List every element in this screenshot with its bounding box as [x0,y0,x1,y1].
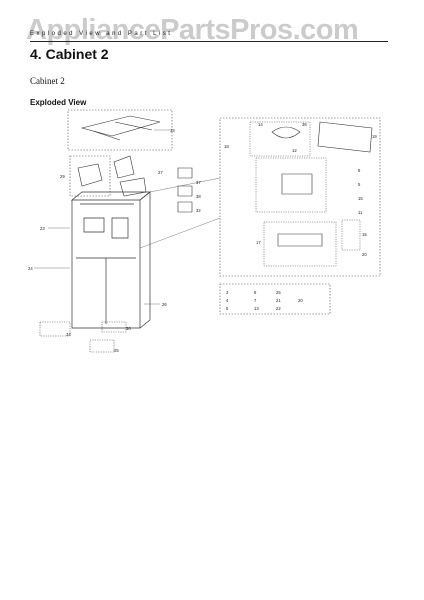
callout-label: 17 [256,240,261,245]
callout-label: 18 [224,144,229,149]
hardware-group [219,283,331,315]
header-rule [30,41,388,42]
callout-label: 29 [60,174,65,179]
callout-label: 7 [254,298,257,303]
callout-label: 20 [362,252,367,257]
callout-label: 12 [292,148,297,153]
inner-group-3 [263,221,337,267]
section-title: 4. Cabinet 2 [30,46,109,62]
callout-label: 32 [196,208,201,213]
leader-lines [34,129,221,305]
hinge-group [69,155,111,197]
section-name: Cabinet 2 [45,46,109,62]
exploded-view-diagram: 33 29 27 37 38 32 23 24 26 34 30 25 18 1… [28,109,381,353]
callout-label: 38 [302,122,307,127]
bracket-part [113,155,147,197]
callout-label: 5 [226,306,229,311]
subsection-title: Cabinet 2 [30,76,65,86]
callout-label: 23 [40,226,45,231]
callout-label: 11 [358,210,363,215]
callout-label: 25 [114,348,119,353]
section-number: 4. [30,46,42,62]
callout-label: 38 [196,194,201,199]
callout-label: 15 [358,196,363,201]
switch-parts [177,167,193,213]
callout-label: 22 [276,306,281,311]
compressor-part [271,126,323,247]
cabinet-body [71,191,151,329]
callout-label: 37 [196,180,201,185]
callout-labels: 33 29 27 37 38 32 23 24 26 34 30 25 18 1… [28,122,377,353]
running-header: Exploded View and Part List [30,31,173,37]
callout-label: 5 [358,182,361,187]
rear-panel-part [317,121,373,153]
callout-label: 34 [66,332,71,337]
inner-group-4 [341,219,361,251]
callout-label: 21 [276,298,281,303]
callout-label: 33 [170,128,175,133]
callout-label: 6 [254,290,257,295]
callout-label: 26 [162,302,167,307]
callout-label: 19 [372,134,377,139]
door-hardware [39,321,127,353]
top-cover-group [67,109,173,151]
inner-group-1 [249,121,311,157]
inner-group-2 [255,157,327,213]
callout-label: 8 [358,168,361,173]
callout-label: 3 [226,290,229,295]
view-title: Exploded View [30,98,87,107]
callout-label: 13 [254,306,259,311]
callout-label: 30 [126,326,131,331]
callout-label: 24 [28,266,33,271]
callout-label: 14 [258,122,263,127]
callout-label: 25 [276,290,281,295]
callout-label: 27 [158,170,163,175]
hinge-part [77,163,103,187]
top-cover-part [80,115,161,141]
callout-label: 15 [362,232,367,237]
callout-label: 4 [226,298,229,303]
watermark: AppliancePartsPros.com [26,14,359,46]
machine-compartment-group [219,117,381,277]
callout-label: 20 [298,298,303,303]
